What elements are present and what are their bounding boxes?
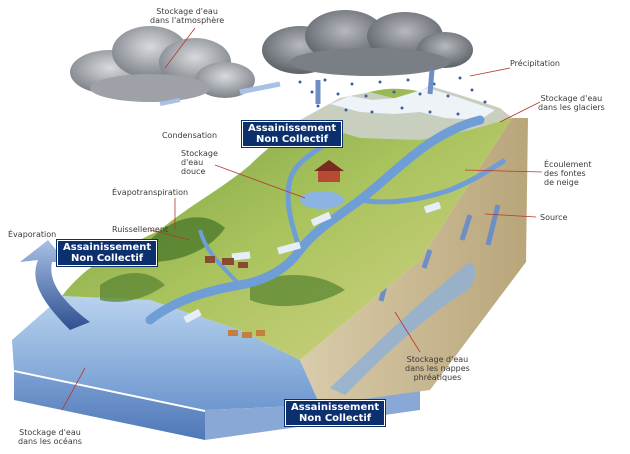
label-condensation: Condensation	[162, 131, 218, 140]
runoff-arrow	[423, 201, 442, 214]
condensation-arrow	[159, 98, 181, 106]
runoff-arrow	[277, 241, 301, 255]
rain-cloud	[262, 10, 473, 76]
river-tributary	[285, 138, 332, 251]
label-evaporation: Évaporation	[8, 230, 57, 239]
soil-cross-section	[300, 118, 528, 405]
label-source: Source	[540, 213, 568, 222]
condensation-arrow	[239, 81, 281, 95]
ocean-front-face	[14, 342, 205, 440]
house-icon	[314, 160, 344, 182]
leader-lines	[61, 27, 543, 411]
label-evapotranspiration: Évapotranspiration	[112, 188, 189, 197]
label-ruissellement: Ruissellement	[112, 225, 169, 234]
village-icon	[228, 330, 265, 338]
precipitation-arrow	[427, 69, 435, 95]
evaporation-arrow	[20, 240, 90, 330]
infiltration-arrow	[459, 214, 473, 241]
forest-patch	[250, 274, 345, 307]
runoff-arrow	[310, 211, 332, 227]
runoff-arrow	[183, 308, 202, 324]
land-terrain	[62, 88, 512, 360]
forest-patch	[100, 272, 165, 302]
freshwater-lake	[300, 191, 344, 209]
aquifer-layer	[330, 262, 476, 395]
infiltration-arrow	[421, 249, 433, 269]
river	[145, 115, 485, 325]
label-precipitation: Précipitation	[510, 59, 561, 68]
village-icon	[205, 256, 248, 268]
cloud-atmosphere	[70, 26, 255, 102]
ocean-surface	[12, 296, 320, 410]
infiltration-arrow	[485, 204, 501, 246]
precipitation-drops	[298, 76, 487, 116]
runoff-arrow	[231, 251, 251, 261]
